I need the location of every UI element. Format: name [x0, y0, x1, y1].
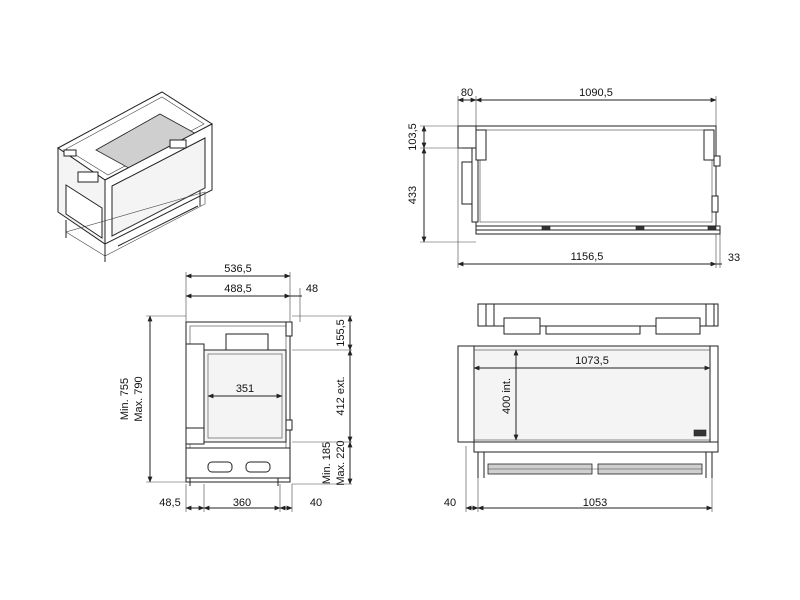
dim-side-33: 33	[728, 252, 740, 264]
dim-front-40: 40	[310, 497, 322, 509]
front-view: 536,5 488,5 48 Min. 755 Max. 790 155,5 4…	[119, 263, 353, 512]
dim-front-max-790: Max. 790	[133, 376, 145, 421]
dim-long-1053: 1053	[583, 497, 607, 509]
dim-front-536-5: 536,5	[224, 263, 252, 275]
dim-front-412-ext: 412 ext.	[335, 376, 347, 415]
side-view: 80 1090,5 103,5 433 1156,5 33	[407, 87, 740, 268]
isometric-view	[57, 91, 213, 262]
dim-side-1090-5: 1090,5	[579, 87, 613, 99]
dim-long-1073-5: 1073,5	[575, 355, 609, 367]
dim-front-min-185: Min. 185	[321, 442, 333, 484]
dim-side-103-5: 103,5	[407, 123, 419, 151]
dim-side-1156-5: 1156,5	[571, 251, 604, 263]
dim-side-433: 433	[407, 186, 419, 204]
dim-front-min-755: Min. 755	[119, 378, 131, 420]
long-view: 1073,5 400 int. 40 1053	[444, 303, 719, 512]
dim-front-max-220: Max. 220	[335, 440, 347, 485]
dim-front-351: 351	[236, 383, 254, 395]
dim-side-80: 80	[461, 87, 473, 99]
dim-front-155-5: 155,5	[335, 319, 347, 347]
dim-front-48-5: 48,5	[159, 497, 180, 509]
dim-long-40: 40	[444, 497, 456, 509]
dim-front-488-5: 488,5	[224, 283, 252, 295]
dim-long-400-int: 400 int.	[501, 378, 513, 414]
dim-front-48: 48	[306, 283, 318, 295]
dim-front-360: 360	[233, 497, 251, 509]
